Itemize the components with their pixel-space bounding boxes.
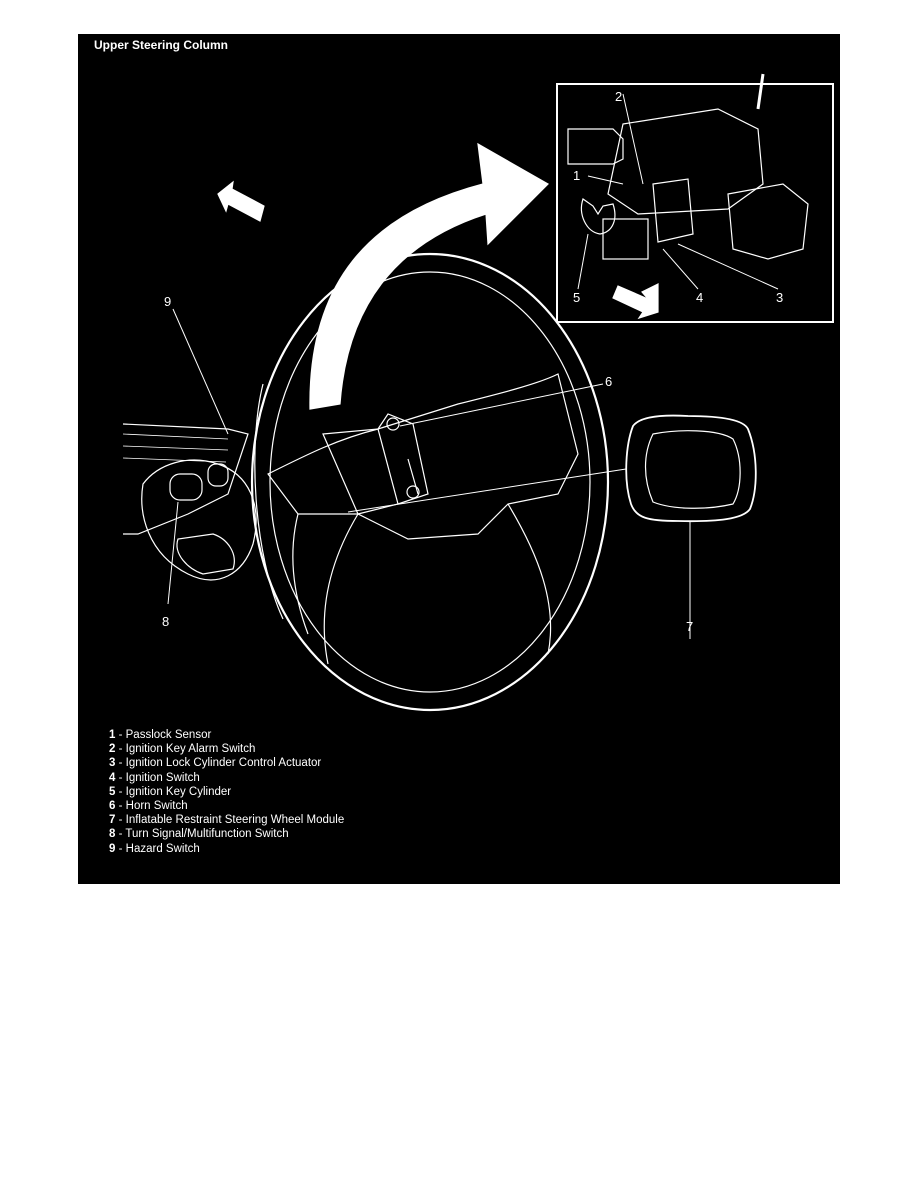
lower-shroud: [176, 533, 235, 575]
diagram-panel: Upper Steering Column: [78, 34, 840, 884]
legend-item: 9 - Hazard Switch: [109, 842, 200, 855]
legend-item: 1 - Passlock Sensor: [109, 729, 212, 741]
steering-column-illustration: 1 2 3 4 5 6 7 8 9: [122, 73, 834, 712]
inset-key-cylinder: [580, 198, 616, 235]
column-bracket: [377, 413, 429, 505]
legend-item: 5 - Ignition Key Cylinder: [109, 785, 232, 798]
steering-wheel-rim: [250, 252, 610, 712]
lower-spoke-right: [507, 503, 552, 655]
callout-1: 1: [573, 168, 580, 183]
legend-list: 1 - Passlock Sensor 2 - Ignition Key Ala…: [109, 728, 344, 856]
rim-detail: [254, 383, 284, 620]
legend-item: 8 - Turn Signal/Multifunction Switch: [109, 828, 289, 841]
column-shroud: [141, 459, 257, 581]
callout-5: 5: [573, 290, 580, 305]
direction-arrow-left: [217, 180, 265, 222]
inset-detail-box: [556, 83, 834, 323]
airbag-module: [625, 414, 757, 523]
inset-actuator: [727, 183, 809, 260]
callout-3: 3: [776, 290, 783, 305]
callout-2: 2: [615, 89, 622, 104]
legend-item: 3 - Ignition Lock Cylinder Control Actua…: [109, 757, 322, 770]
callout-8: 8: [162, 614, 169, 629]
direction-arrow-right: [612, 283, 659, 320]
callout-7: 7: [686, 619, 693, 634]
legend-item: 2 - Ignition Key Alarm Switch: [109, 743, 256, 756]
inset-shaft: [567, 128, 624, 165]
callout-6: 6: [605, 374, 612, 389]
hub-fastener: [406, 485, 420, 499]
legend-item: 7 - Inflatable Restraint Steering Wheel …: [109, 814, 345, 827]
spoke-detail: [292, 513, 309, 635]
inset-ignition-switch: [602, 218, 649, 260]
legend-item: 4 - Ignition Switch: [109, 771, 200, 784]
steering-wheel-rim-inner: [269, 271, 591, 693]
multifunction-lever: [169, 473, 203, 501]
inset-column-housing: [607, 108, 764, 215]
airbag-cover: [644, 430, 741, 509]
diagram-title: Upper Steering Column: [94, 38, 229, 52]
legend-item: 6 - Horn Switch: [109, 800, 188, 813]
big-curved-arrow: [309, 142, 549, 410]
wheel-hub: [267, 373, 579, 540]
callout-4: 4: [696, 290, 703, 305]
lower-spoke-left: [323, 513, 359, 665]
horn-contact: [386, 417, 400, 431]
inset-lock-actuator: [652, 178, 694, 243]
dashboard-left: [122, 423, 249, 535]
column-mechanism: [322, 428, 399, 515]
callout-9: 9: [164, 294, 171, 309]
